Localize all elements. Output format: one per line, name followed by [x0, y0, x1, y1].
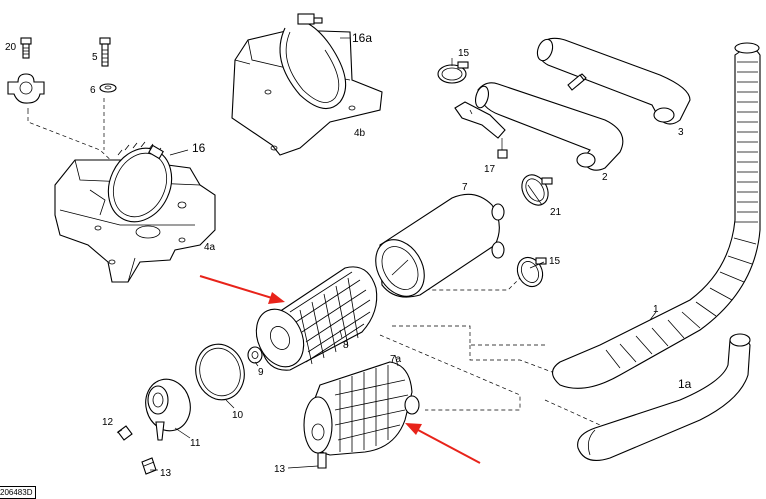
- hose-1a: [577, 333, 751, 461]
- callout-15-right: 15: [549, 256, 561, 267]
- callout-16a: 16a: [352, 31, 372, 45]
- reference-code: 206483D: [0, 486, 37, 499]
- filter-element-8: [255, 266, 378, 371]
- callout-1a: 1a: [678, 377, 692, 391]
- air-filter-housing-7: [375, 193, 505, 298]
- callout-15-top: 15: [458, 48, 470, 59]
- valve-cover-11: [145, 378, 191, 441]
- callout-20: 20: [5, 42, 17, 53]
- filter-housing-7a: [303, 361, 420, 469]
- callout-1: 1: [653, 304, 659, 315]
- callout-10: 10: [232, 410, 244, 421]
- callout-6: 6: [90, 85, 96, 96]
- red-arrow-housing: [405, 423, 481, 464]
- hose-1: [551, 42, 761, 389]
- callout-5: 5: [92, 52, 98, 63]
- callout-21: 21: [550, 207, 562, 218]
- callout-4b: 4b: [354, 128, 366, 139]
- callout-16: 16: [192, 141, 206, 155]
- drain-valve-13-left: [141, 457, 157, 475]
- plug-12: [117, 425, 133, 441]
- red-arrow-filter-element: [199, 275, 285, 304]
- hose-clamp-15-top: [437, 61, 469, 84]
- callout-12: 12: [102, 417, 114, 428]
- callout-labels: 20 5 6 16a 4b 16 4a 15 17 3 2 7 21 15 1 …: [5, 31, 692, 479]
- callout-17: 17: [484, 164, 496, 175]
- bracket-17: [454, 101, 508, 159]
- hose-clamp-16: [107, 141, 173, 223]
- clamp-bracket: [7, 73, 45, 104]
- hose-clamp-15-right: [516, 256, 547, 288]
- callout-7a: 7a: [390, 354, 402, 365]
- callout-13-right: 13: [274, 464, 286, 475]
- hose-clamp-16a: [279, 13, 347, 110]
- leader-lines: [27, 37, 657, 471]
- callout-8: 8: [343, 340, 349, 351]
- hose-clamp-21: [521, 174, 553, 206]
- hose-2: [474, 82, 624, 171]
- callout-7: 7: [462, 182, 468, 193]
- callout-13-left: 13: [160, 468, 172, 479]
- bolt-20: [20, 37, 32, 59]
- hose-3: [536, 37, 691, 125]
- washer-6: [99, 83, 117, 93]
- callout-9: 9: [258, 367, 264, 378]
- callout-2: 2: [602, 172, 608, 183]
- bolt-5: [99, 37, 111, 67]
- callout-3: 3: [678, 127, 684, 138]
- o-ring-10: [195, 343, 245, 401]
- callout-4a: 4a: [204, 242, 216, 253]
- callout-11: 11: [190, 438, 201, 449]
- nut-9: [247, 346, 263, 364]
